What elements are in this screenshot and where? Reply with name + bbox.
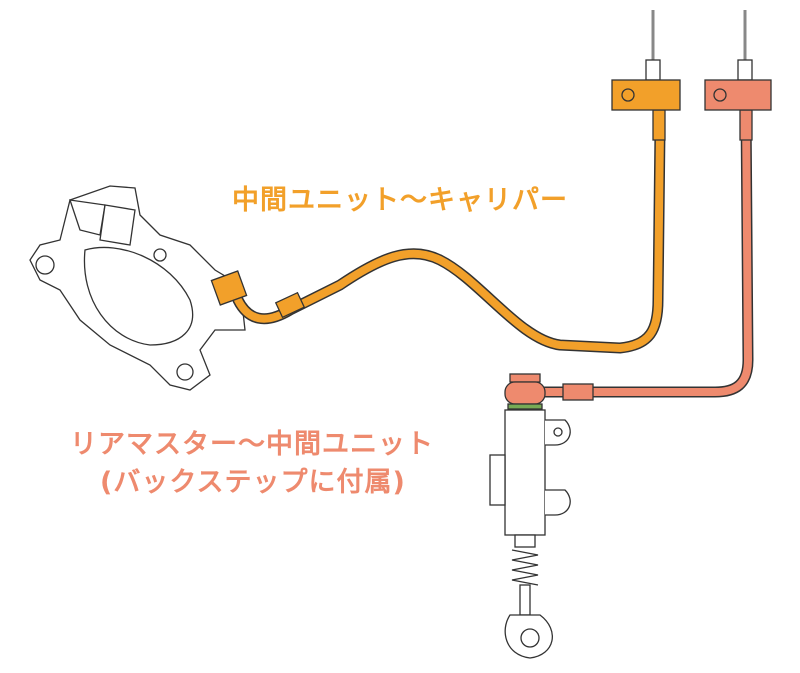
master-cylinder	[489, 409, 571, 659]
caliper-hose	[210, 79, 681, 354]
master-hose-label: リアマスター〜中間ユニット	[70, 429, 434, 460]
brake-caliper	[29, 185, 246, 391]
caliper-hose-label: 中間ユニット〜キャリパー	[232, 185, 568, 216]
master-hose	[504, 79, 772, 410]
master-hose-note: (バックステップに付属)	[100, 467, 406, 498]
upper-cables	[651, 10, 747, 62]
